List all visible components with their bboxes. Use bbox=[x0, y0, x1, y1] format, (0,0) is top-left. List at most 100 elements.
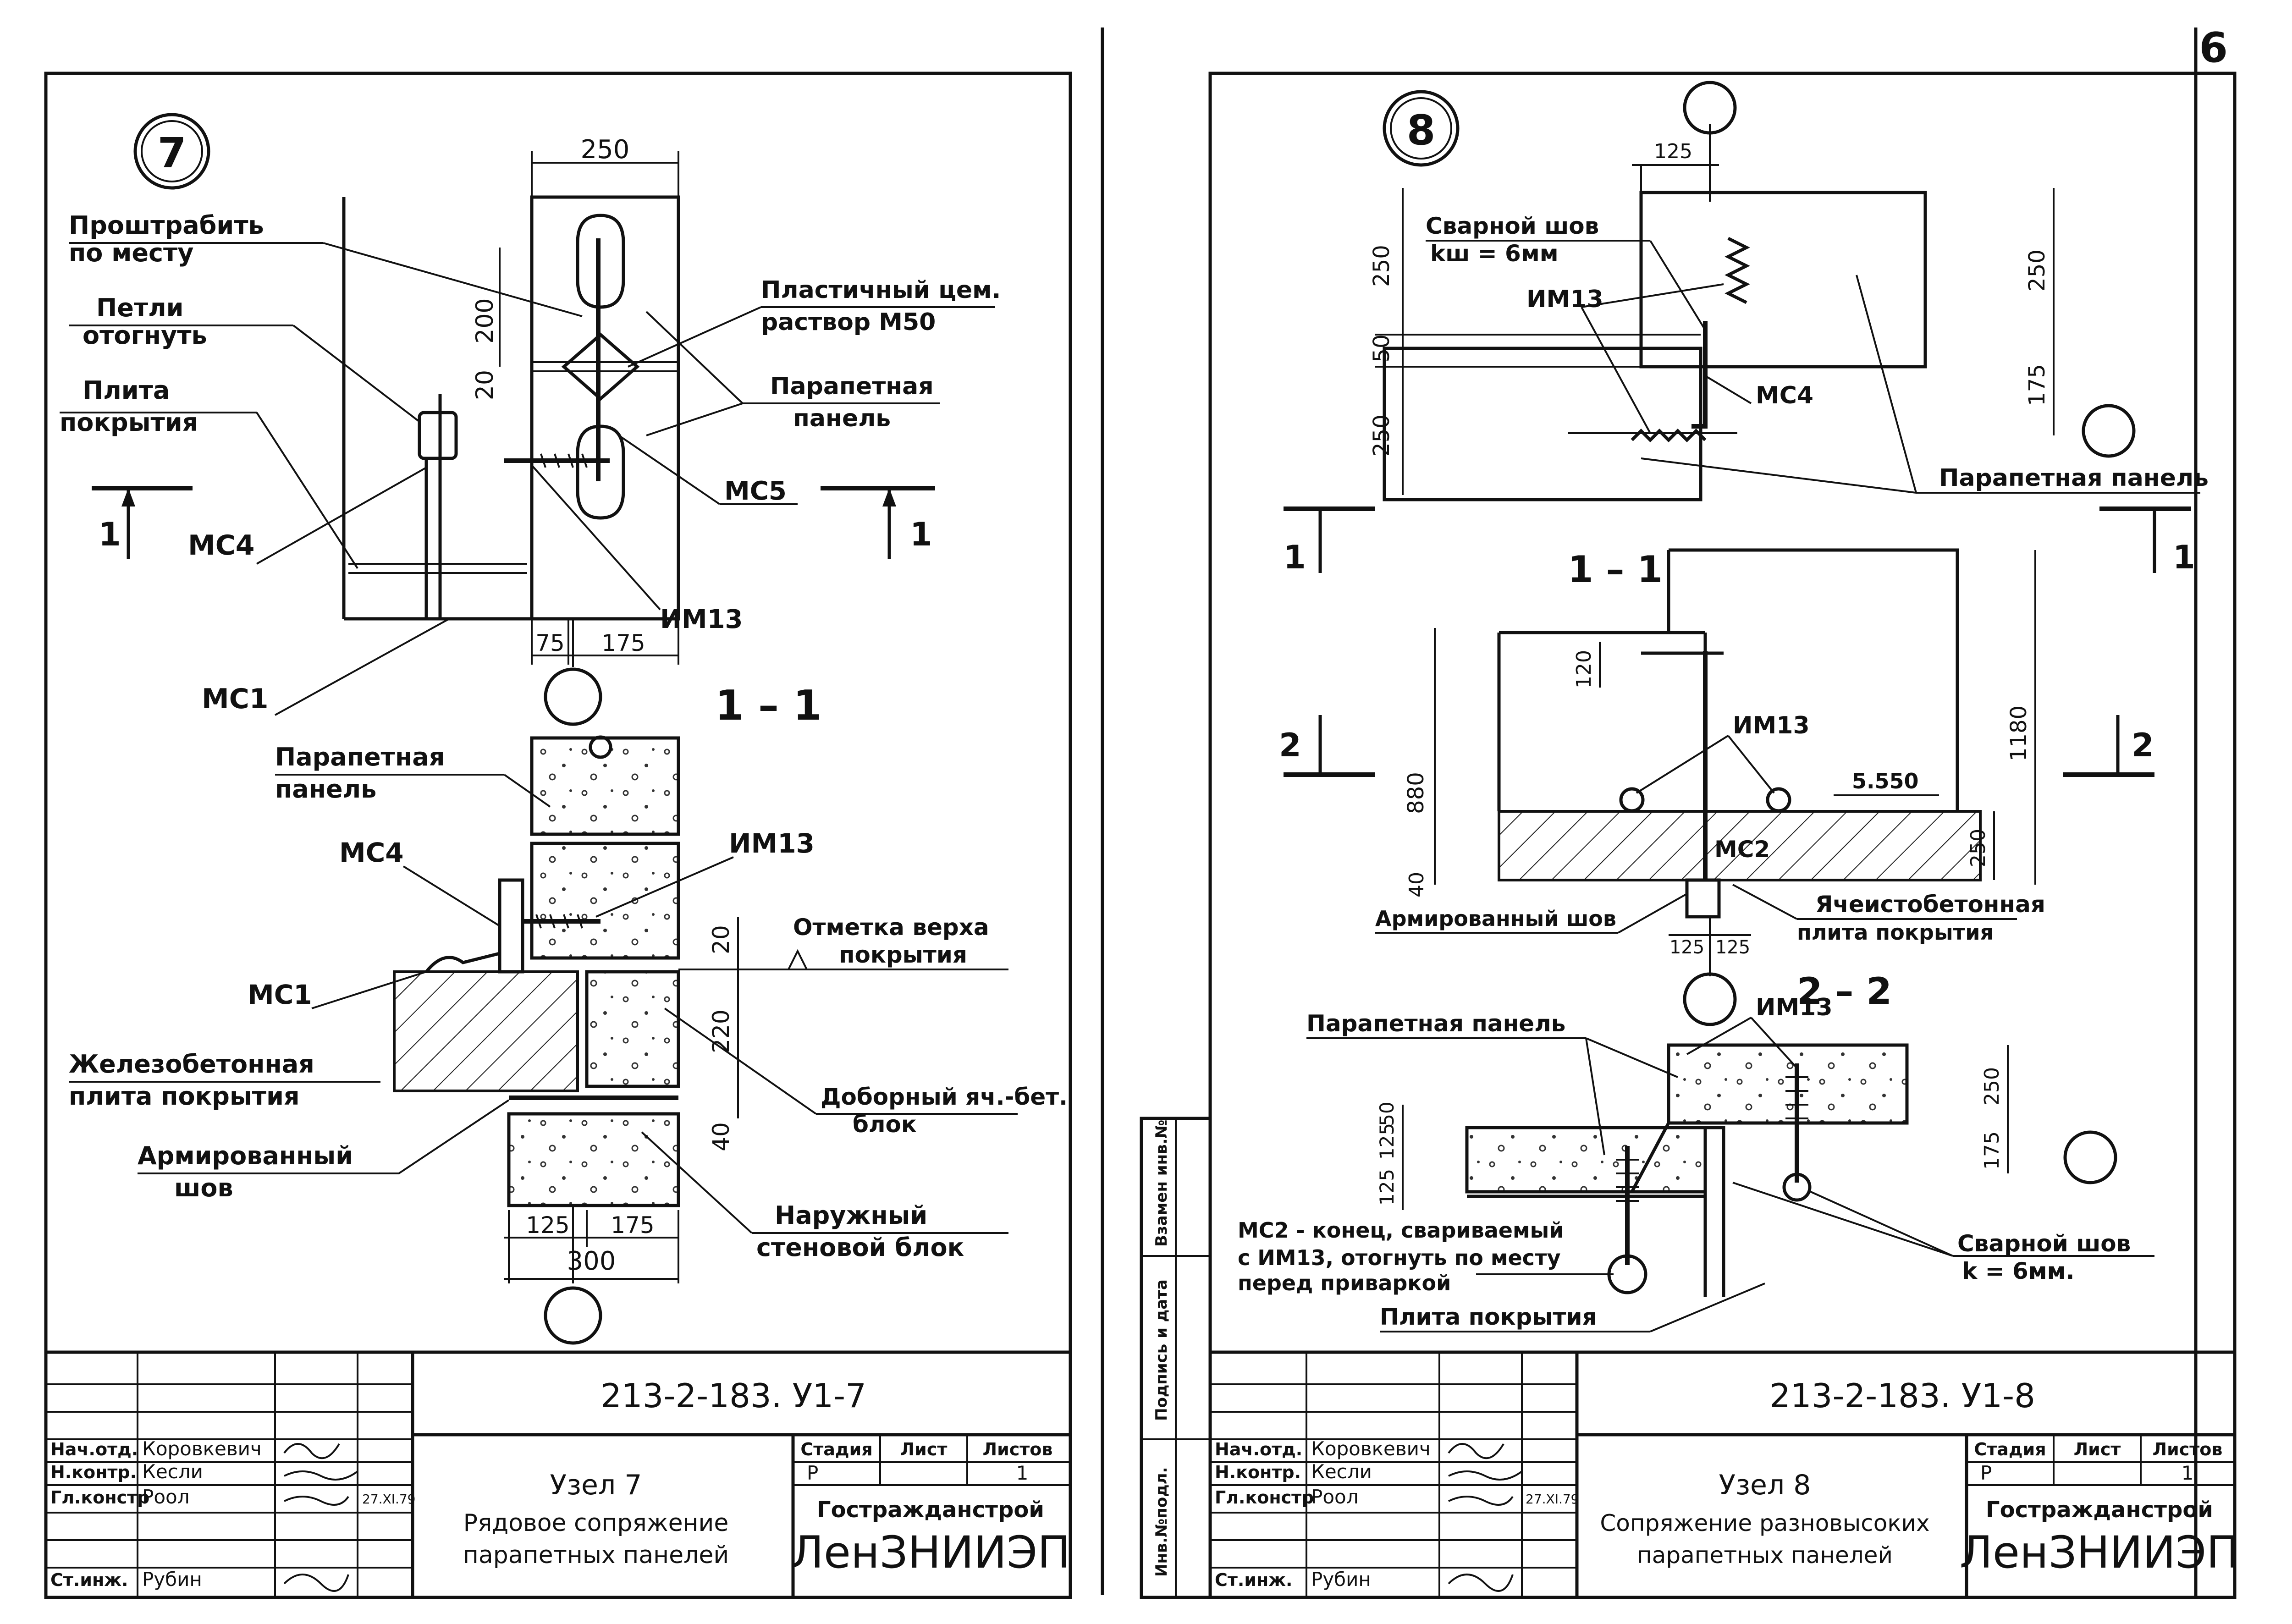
section-mark-1-left: 1 bbox=[99, 516, 121, 553]
node-title-right: Узел 8 bbox=[1719, 1469, 1811, 1501]
dim-s20: 20 bbox=[708, 925, 734, 954]
org-2-right: ЛенЗНИИЭП bbox=[1960, 1527, 2240, 1578]
dim-r120: 120 bbox=[1572, 650, 1596, 688]
label-arm-2: шов bbox=[174, 1173, 233, 1202]
label-mc1-plan: МС1 bbox=[202, 683, 269, 715]
r-section-mark-2a: 2 bbox=[1279, 727, 1301, 764]
label-rastvor-m50: раствор М50 bbox=[761, 308, 936, 336]
dim-s220: 220 bbox=[708, 1009, 734, 1053]
r-section-mark-1b: 1 bbox=[2173, 539, 2195, 576]
date-left: 27.XI.79 bbox=[362, 1492, 416, 1507]
node-subtitle-2-right: парапетных панелей bbox=[1637, 1542, 1893, 1569]
right-sheet: 6 Инв.№подл. Подпись и дата Взамен инв.№… bbox=[1140, 24, 2240, 1599]
left-sheet: 7 250 200 20 bbox=[44, 28, 1104, 1599]
label-sec-im13: ИМ13 bbox=[729, 828, 815, 859]
dim-p50: 50 bbox=[1376, 1101, 1398, 1126]
axis-marker-left-plan bbox=[544, 667, 602, 726]
date-right: 27.XI.79 bbox=[1526, 1492, 1579, 1507]
r-label-mark-5550: 5.550 bbox=[1852, 769, 1919, 793]
section-mark-1-right: 1 bbox=[910, 516, 932, 553]
label-otmetka-verha: Отметка верха bbox=[793, 914, 989, 941]
r-label-mc2-2: с ИМ13, отогнуть по месту bbox=[1238, 1245, 1561, 1270]
node-subtitle-2-left: парапетных панелей bbox=[463, 1541, 729, 1569]
role-4-left: Ст.инж. bbox=[50, 1570, 128, 1590]
r-label-parapet-panel: Парапетная панель bbox=[1939, 464, 2209, 492]
label-prostrabit: Проштрабить bbox=[69, 211, 264, 240]
label-sec-panel: панель bbox=[275, 775, 376, 804]
role-3-right: Гл.констр bbox=[1215, 1487, 1314, 1508]
org-1-right: Гостражданстрой bbox=[1986, 1497, 2213, 1523]
r-label-mc2-1: МС2 - конец, свариваемый bbox=[1238, 1218, 1564, 1243]
stamp-podpis: Подпись и дата bbox=[1152, 1279, 1171, 1421]
role-3-left: Гл.констр bbox=[50, 1487, 149, 1508]
r-label-arm-shov: Армированный шов bbox=[1375, 906, 1616, 931]
r-section-title-1-1: 1 – 1 bbox=[1568, 548, 1663, 591]
stage-value-left: Р bbox=[807, 1462, 818, 1484]
r-label-sv-2: k = 6мм. bbox=[1962, 1258, 2074, 1284]
dim-r40: 40 bbox=[1405, 872, 1428, 897]
dim-r250s: 250 bbox=[1967, 829, 1990, 867]
dim-r175r: 175 bbox=[2024, 364, 2050, 406]
sheet-header-right: Лист bbox=[2074, 1439, 2121, 1459]
section-title-1-1-left: 1 – 1 bbox=[715, 682, 822, 730]
title-block-right: 213-2-183. У1-8 Нач.отд. Н.контр. Гл.кон… bbox=[1210, 1350, 2240, 1597]
label-dob-2: блок bbox=[853, 1111, 917, 1138]
node-title-left: Узел 7 bbox=[550, 1469, 642, 1501]
name-3-left: Роол bbox=[142, 1486, 190, 1508]
r-label-plita: Плита покрытия bbox=[1380, 1304, 1597, 1330]
sheet-header-left: Лист bbox=[900, 1439, 948, 1459]
dim-s125: 125 bbox=[526, 1212, 569, 1239]
r-section-title-2-2: 2 – 2 bbox=[1797, 970, 1892, 1013]
name-1-right: Коровкевич bbox=[1311, 1437, 1431, 1460]
dim-r880: 880 bbox=[1403, 772, 1429, 814]
label-sec-mc1: МС1 bbox=[248, 979, 312, 1010]
org-1-left: Гостражданстрой bbox=[817, 1497, 1044, 1523]
dim-200: 200 bbox=[471, 298, 499, 343]
r-label-mc4: МС4 bbox=[1756, 382, 1813, 409]
role-1-right: Нач.отд. bbox=[1215, 1439, 1302, 1459]
label-sec-mc4: МС4 bbox=[339, 837, 404, 868]
section-1-1-node7: 20 220 40 125 175 300 bbox=[393, 735, 739, 1345]
stage-header-right: Стадия bbox=[1974, 1439, 2046, 1459]
name-2-right: Кесли bbox=[1311, 1460, 1372, 1483]
dim-p125b: 125 bbox=[1376, 1169, 1398, 1206]
stamp-inv-podl: Инв.№подл. bbox=[1152, 1467, 1171, 1577]
sheets-value-right: 1 bbox=[2182, 1462, 2194, 1484]
label-im13-plan: ИМ13 bbox=[660, 605, 743, 634]
plan-labels-7: Проштрабить по месту Петли отогнуть Плит… bbox=[60, 211, 1001, 730]
node-7-number: 7 bbox=[158, 129, 187, 177]
sheets-header-right: Листов bbox=[2153, 1439, 2223, 1459]
r-label-mc2: МС2 bbox=[1714, 836, 1770, 863]
stamp-vzamen: Взамен инв.№ bbox=[1152, 1120, 1171, 1247]
dim-s40: 40 bbox=[708, 1122, 734, 1151]
name-1-left: Коровкевич bbox=[142, 1437, 262, 1460]
label-panel-plan: панель bbox=[793, 405, 891, 432]
dim-20: 20 bbox=[471, 370, 499, 400]
dim-s175: 175 bbox=[611, 1212, 654, 1239]
label-nar-1: Наружный bbox=[775, 1201, 927, 1230]
dim-r125b: 125 bbox=[1669, 937, 1704, 958]
axis-marker-left-section bbox=[544, 1286, 602, 1345]
node-8-number: 8 bbox=[1407, 106, 1436, 154]
dim-r1180: 1180 bbox=[2006, 705, 2032, 761]
node-8-marker bbox=[1383, 90, 1460, 167]
name-4-right: Рубин bbox=[1311, 1568, 1371, 1591]
node-7-marker bbox=[133, 113, 210, 190]
r-label-kf: kш = 6мм bbox=[1430, 240, 1559, 267]
name-2-left: Кесли bbox=[142, 1460, 203, 1483]
label-otmetka-pokrytiya: покрытия bbox=[839, 941, 967, 968]
right-frame bbox=[1208, 72, 2237, 1599]
org-2-left: ЛенЗНИИЭП bbox=[791, 1527, 1071, 1578]
sheets-value-left: 1 bbox=[1016, 1462, 1029, 1484]
r-label-sec-im13: ИМ13 bbox=[1733, 712, 1810, 739]
node-subtitle-1-right: Сопряжение разновысоких bbox=[1600, 1510, 1929, 1536]
label-plast-cem: Пластичный цем. bbox=[761, 276, 1001, 304]
dim-r250a: 250 bbox=[1369, 245, 1394, 287]
title-block-left: 213-2-183. У1-7 Нач.отд. Н.контр. Гл.кон… bbox=[46, 1350, 1071, 1597]
role-2-left: Н.контр. bbox=[50, 1462, 137, 1482]
name-4-left: Рубин bbox=[142, 1568, 202, 1591]
label-zhb-1: Железобетонная bbox=[69, 1050, 314, 1079]
r-label-im13: ИМ13 bbox=[1526, 286, 1603, 313]
r-label-p-parapet: Парапетная панель bbox=[1306, 1010, 1565, 1037]
